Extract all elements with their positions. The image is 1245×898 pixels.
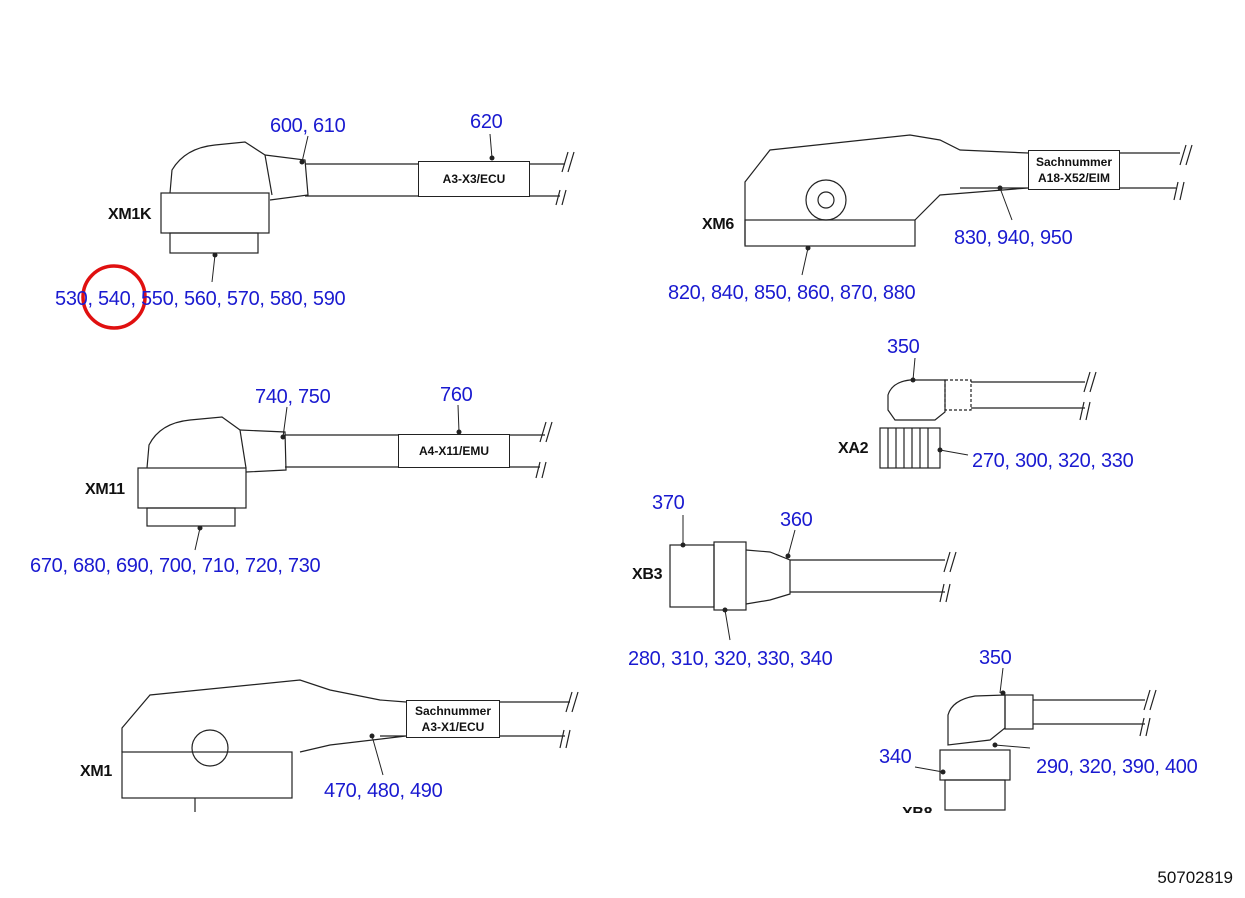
callout-600-610[interactable]: 600, 610 [270,115,346,137]
leader-dots [197,155,1006,775]
callout-470-490[interactable]: 470, 480, 490 [324,780,443,802]
connector-label-xm1k: XM1K [108,206,152,223]
document-number: 50702819 [1157,868,1233,887]
callout-830-950[interactable]: 830, 940, 950 [954,227,1073,249]
connector-xb3-drawing [669,541,957,611]
callout-820-880[interactable]: 820, 840, 850, 860, 870, 880 [668,282,916,304]
connector-label-xb8: XB8 [902,805,933,813]
callout-760[interactable]: 760 [440,384,473,406]
callout-740-750[interactable]: 740, 750 [255,386,331,408]
connector-xm11-drawing [137,416,553,527]
callout-340-xb8[interactable]: 340 [879,746,912,768]
callout-670-730[interactable]: 670, 680, 690, 700, 710, 720, 730 [30,555,321,577]
callout-360[interactable]: 360 [780,509,813,531]
connector-label-xb3: XB3 [632,566,663,583]
callout-270-330[interactable]: 270, 300, 320, 330 [972,450,1134,472]
cable-tag-text: A18-X52/EIM [1037,171,1111,185]
connector-xm1k-drawing [160,141,575,254]
cable-tag-xm1k: A3-X3/ECU [418,161,530,197]
cable-tag-text: Sachnummer [1035,155,1113,169]
cable-tag-xm11: A4-X11/EMU [398,434,510,468]
leader-lines [194,133,1031,776]
cable-tag-text: Sachnummer [414,704,492,718]
cable-tag-text: A4-X11/EMU [418,444,490,458]
cable-tag-text: A3-X1/ECU [421,720,485,734]
highlight-circle [81,264,147,330]
cable-tag-text: A3-X3/ECU [442,172,506,186]
connector-label-xm11: XM11 [85,481,125,498]
connector-label-xa2: XA2 [838,440,869,457]
connector-xb8-drawing [939,689,1157,811]
callout-620[interactable]: 620 [470,111,503,133]
callout-370[interactable]: 370 [652,492,685,514]
connector-xm1-drawing [121,679,579,812]
connector-label-xb8-clip: XB8 [900,803,940,813]
connector-label-xm6: XM6 [702,216,734,233]
callout-350-xb8[interactable]: 350 [979,647,1012,669]
connector-xm6-drawing [744,134,1193,247]
connector-label-xm1: XM1 [80,763,112,780]
callout-350[interactable]: 350 [887,336,920,358]
callout-290-400[interactable]: 290, 320, 390, 400 [1036,756,1198,778]
callout-530-590[interactable]: 530, 540, 550, 560, 570, 580, 590 [55,288,346,310]
callout-280-340[interactable]: 280, 310, 320, 330, 340 [628,648,833,670]
